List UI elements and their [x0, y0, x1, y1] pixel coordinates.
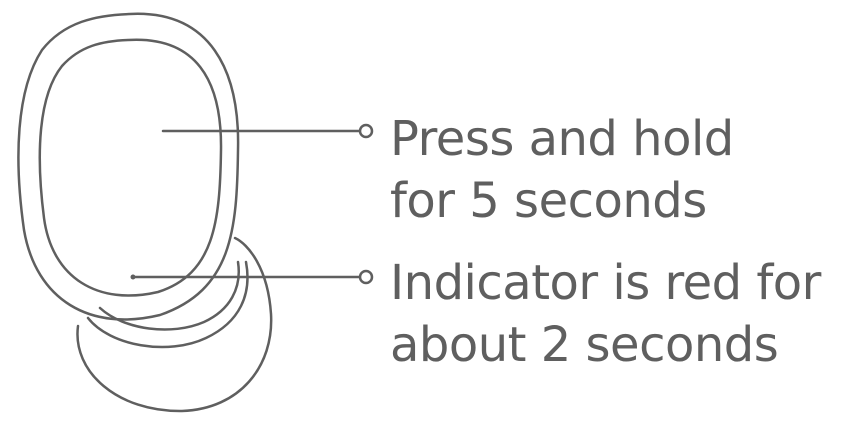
- circle-marker-icon: [358, 269, 374, 285]
- ear-tip: [76, 236, 273, 413]
- indicator-line-1: Indicator is red for: [390, 255, 821, 311]
- indicator-line-2: about 2 seconds: [390, 317, 779, 373]
- press-leader: [161, 123, 374, 139]
- circle-marker-icon: [358, 123, 374, 139]
- press-hold-line-1: Press and hold: [390, 111, 734, 167]
- indicator-callout: Indicator is red for about 2 seconds: [390, 252, 821, 376]
- earbud-icon: [17, 12, 240, 321]
- press-hold-line-2: for 5 seconds: [390, 173, 707, 229]
- indicator-leader: [130, 269, 374, 285]
- press-hold-callout: Press and hold for 5 seconds: [390, 108, 734, 232]
